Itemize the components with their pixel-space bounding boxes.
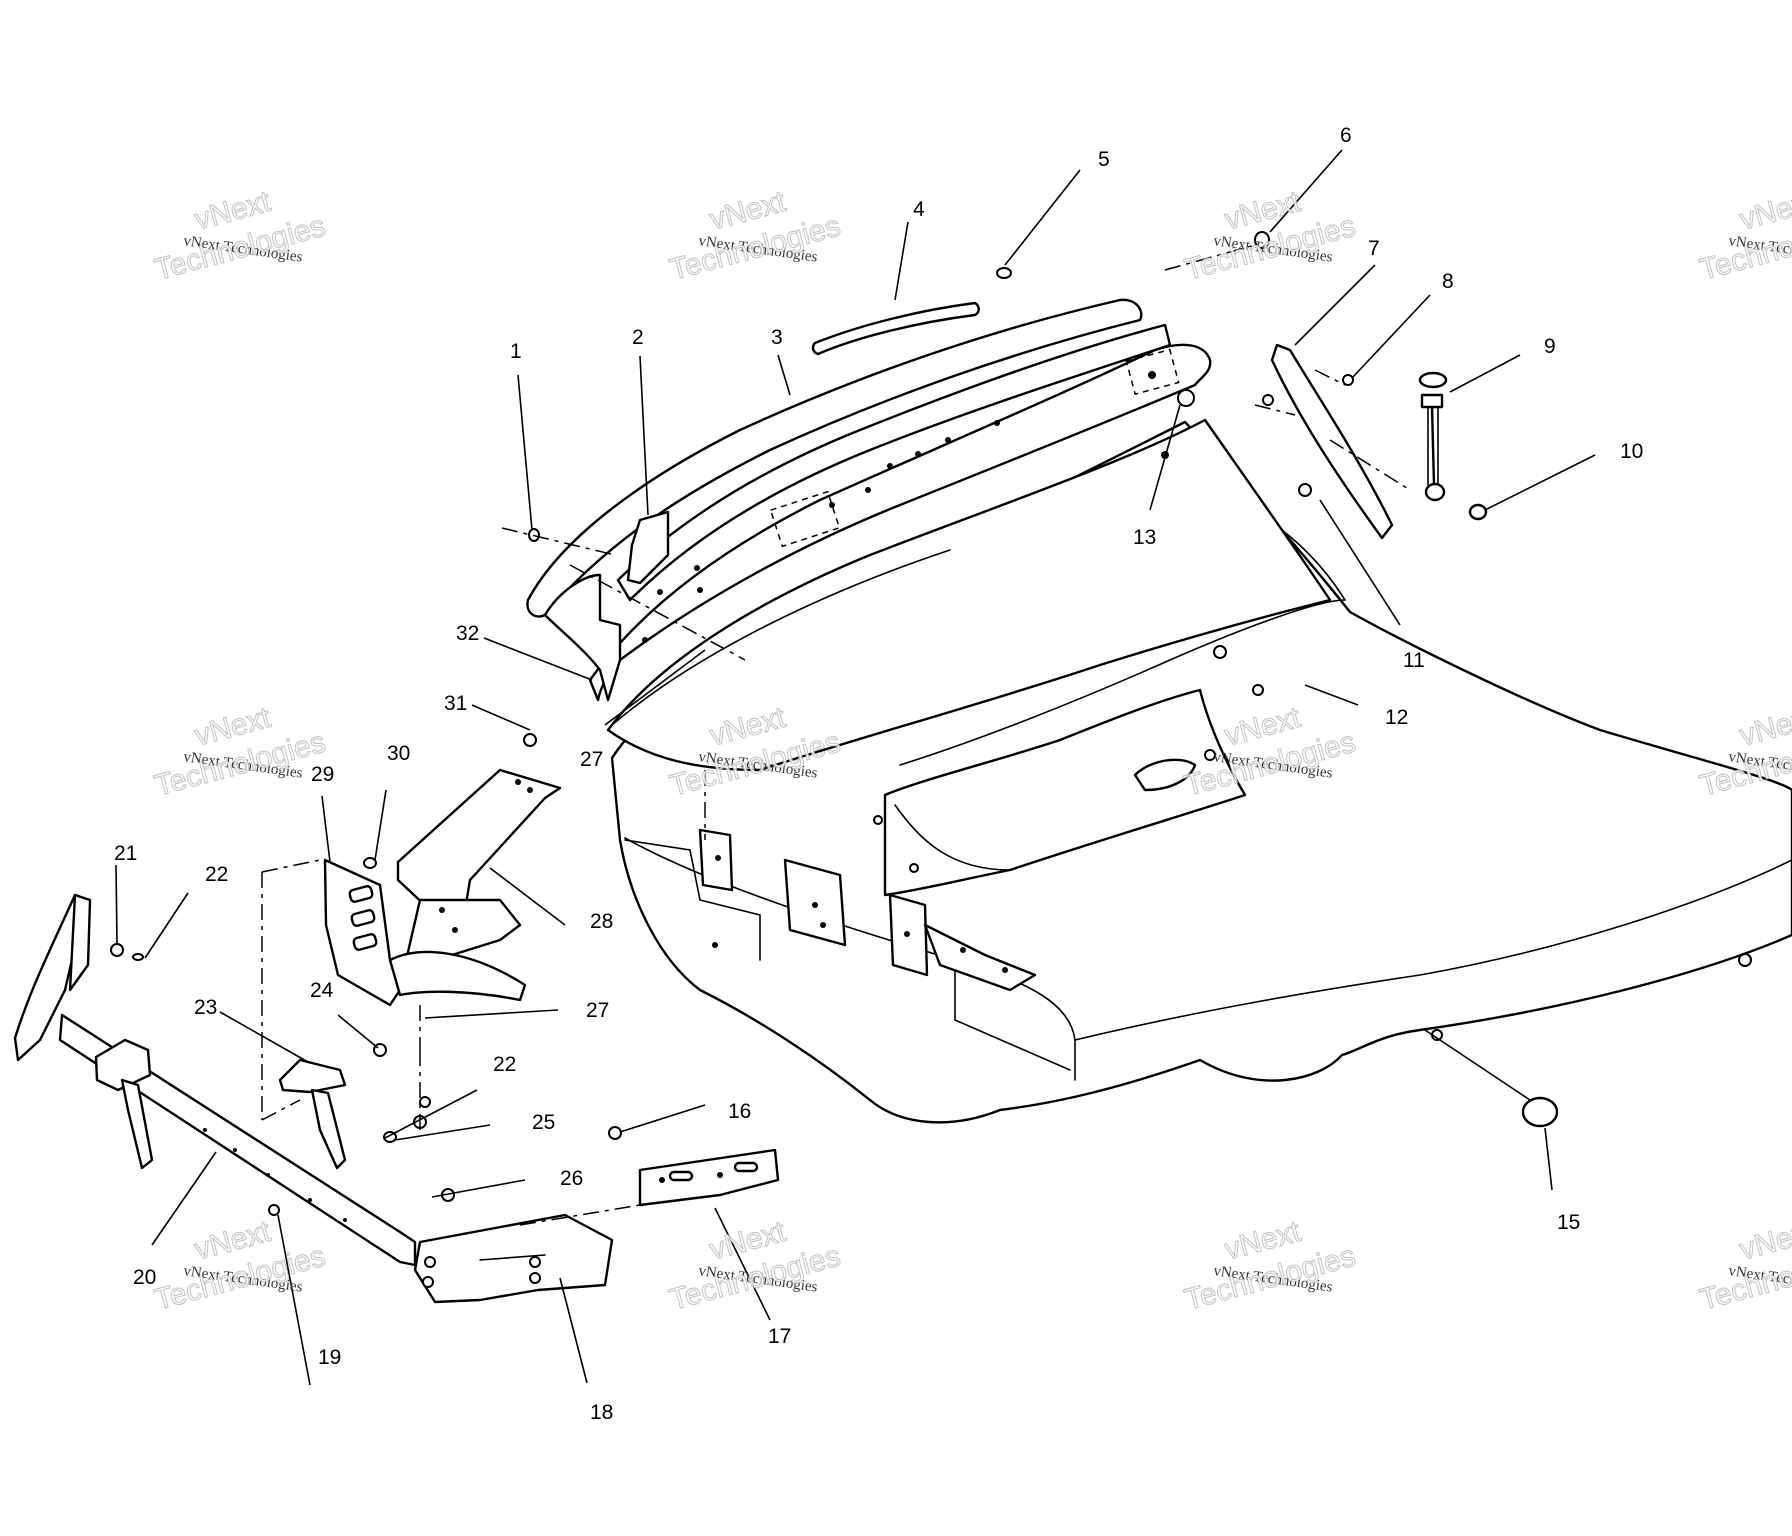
callout-28: 28 — [590, 910, 613, 933]
callout-22b: 22 — [493, 1053, 516, 1076]
watermark: vNext vNext Technologies Technologies — [1696, 1214, 1792, 1317]
callout-4: 4 — [913, 198, 925, 221]
watermark: vNext vNext Technologies Technologies — [151, 1214, 330, 1317]
callout-23: 23 — [194, 996, 217, 1019]
watermark: vNext vNext Technologies Technologies — [151, 184, 330, 287]
side-bracket — [323, 858, 527, 1007]
callout-8: 8 — [1442, 270, 1454, 293]
callout-7: 7 — [1368, 237, 1380, 260]
bracket-plate — [626, 510, 670, 585]
watermark: vNext vNext Technologies Technologies — [151, 700, 330, 803]
watermark: vNext vNext Technologies Technologies — [1696, 184, 1792, 287]
callout-2: 2 — [632, 326, 644, 349]
callout-12: 12 — [1385, 706, 1408, 729]
watermark: vNext vNext Technologies Technologies — [1181, 184, 1360, 287]
callout-13: 13 — [1133, 526, 1156, 549]
small-top-strip — [811, 301, 980, 356]
top-trim-strip — [526, 298, 1143, 702]
watermark: vNext vNext Technologies Technologies — [1181, 1214, 1360, 1317]
leader-lines — [115, 149, 1596, 1386]
callout-22a: 22 — [205, 863, 228, 886]
watermark: vNext vNext Technologies Technologies — [666, 1214, 845, 1317]
mounting-plate — [638, 1148, 780, 1207]
svg-text:vNext: vNext — [1736, 1215, 1792, 1267]
windshield-panel — [606, 418, 1332, 772]
foot-bracket — [396, 768, 562, 967]
callout-10: 10 — [1620, 440, 1643, 463]
callout-18: 18 — [590, 1401, 613, 1424]
svg-text:vNext: vNext — [1736, 185, 1792, 237]
callout-29: 29 — [311, 763, 334, 786]
callout-11: 11 — [1403, 649, 1425, 672]
callout-16: 16 — [728, 1100, 751, 1123]
callout-32: 32 — [456, 622, 479, 645]
callout-19: 19 — [318, 1346, 341, 1369]
callout-6: 6 — [1340, 124, 1352, 147]
callout-3: 3 — [771, 326, 783, 349]
callout-15: 15 — [1557, 1211, 1580, 1234]
callout-9: 9 — [1544, 335, 1556, 358]
callout-24: 24 — [310, 979, 334, 1002]
callout-27a: 27 — [580, 748, 603, 771]
callout-1: 1 — [510, 340, 522, 363]
callout-26: 26 — [560, 1167, 583, 1190]
bumper-bar — [13, 893, 614, 1304]
center-panel — [588, 323, 1212, 702]
callout-20: 20 — [133, 1266, 156, 1289]
callout-27b: 27 — [586, 999, 609, 1022]
callout-5: 5 — [1098, 148, 1110, 171]
callout-17: 17 — [768, 1325, 791, 1348]
callout-21: 21 — [114, 842, 137, 865]
svg-text:vNext: vNext — [1736, 701, 1792, 753]
callout-30: 30 — [387, 742, 410, 765]
callout-31: 31 — [444, 692, 467, 715]
hinge-bracket — [278, 1058, 347, 1170]
callout-25: 25 — [532, 1111, 555, 1134]
watermark: vNext vNext Technologies Technologies — [666, 184, 845, 287]
prop-rod — [1418, 371, 1488, 521]
installation-lines — [261, 244, 1411, 1226]
callout-numbers: 1 2 3 4 5 6 7 8 9 10 11 12 13 15 16 17 1… — [114, 124, 1643, 1424]
